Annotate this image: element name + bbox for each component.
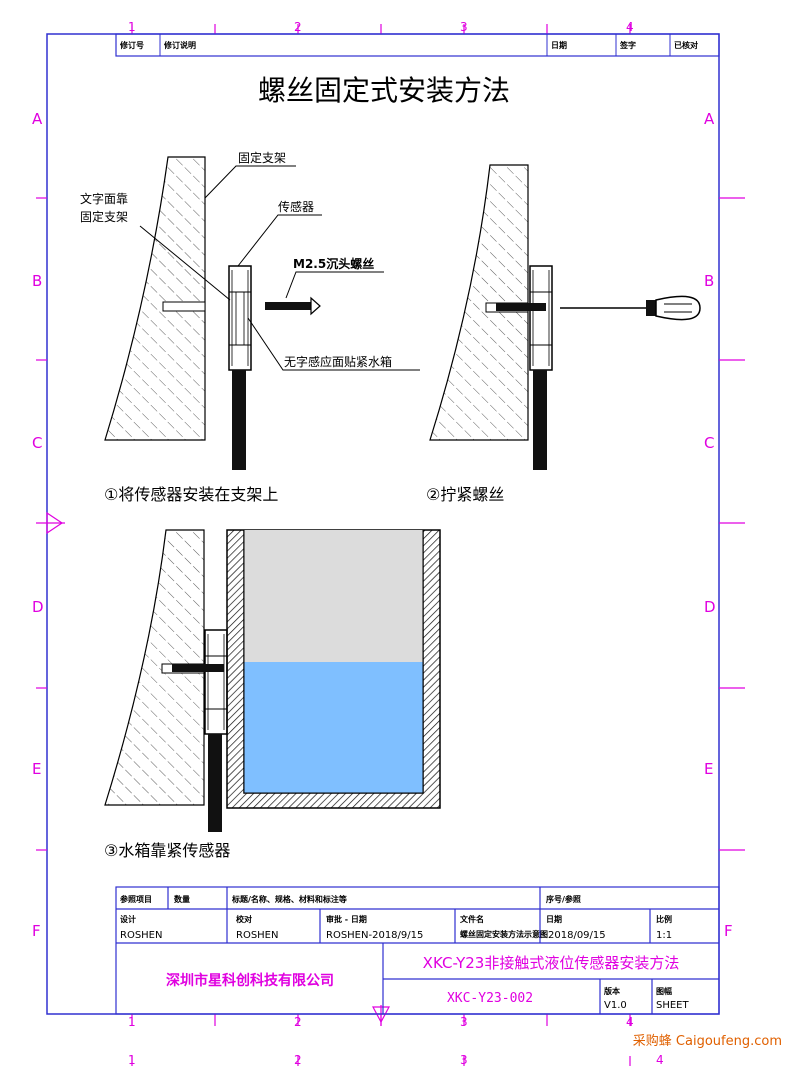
tank-water xyxy=(244,662,423,793)
callout-screw: M2.5沉头螺丝 xyxy=(293,256,374,271)
row-mark: E xyxy=(32,760,41,778)
tb-check-value: ROSHEN xyxy=(236,930,279,941)
row-mark: B xyxy=(704,272,714,290)
screw-icon xyxy=(265,296,321,316)
sensor-body xyxy=(204,629,228,735)
title-block: 参照项目 数量 标题/名称、规格、材料和标注等 序号/参照 设计 校对 审批 -… xyxy=(115,886,720,1015)
row-mark: D xyxy=(32,598,44,616)
rev-approved-label: 已核对 xyxy=(674,40,698,50)
callout-text-face-1: 文字面靠 xyxy=(80,191,128,206)
tb-date-value: 2018/09/15 xyxy=(548,930,606,941)
bracket-wall xyxy=(104,156,206,441)
col-mark: 2 xyxy=(294,20,302,34)
tb-drawing-no: XKC-Y23-002 xyxy=(447,991,533,1006)
tb-file-value: 螺丝固定安装方法示意图 xyxy=(460,929,548,939)
row-mark: F xyxy=(32,922,41,940)
row-mark: A xyxy=(704,110,715,128)
tb-scale-value: 1:1 xyxy=(656,930,672,941)
tb-scale-label: 比例 xyxy=(656,914,672,924)
bracket-wall xyxy=(104,529,205,806)
tb-version-value: V1.0 xyxy=(604,1000,627,1011)
tb-drawing-title: XKC-Y23非接触式液位传感器安装方法 xyxy=(423,954,680,972)
row-mark: F xyxy=(724,922,733,940)
figure-step-3: ③水箱靠紧传感器 xyxy=(104,529,441,860)
rev-date-label: 日期 xyxy=(551,40,567,50)
row-mark: C xyxy=(32,434,42,452)
sensor-body xyxy=(529,265,553,371)
col-mark: 2 xyxy=(294,1015,302,1029)
row-mark: B xyxy=(32,272,42,290)
step-1-caption: ①将传感器安装在支架上 xyxy=(104,485,278,504)
col-mark: 4 xyxy=(626,20,634,34)
tb-review-label: 审批 - 日期 xyxy=(326,914,367,924)
col-mark: 1 xyxy=(128,20,136,34)
rev-sign-label: 签字 xyxy=(619,40,636,50)
sensor-cable xyxy=(232,370,246,470)
screwdriver-icon xyxy=(560,295,701,321)
tb-qty-label: 数量 xyxy=(174,894,190,904)
screw-installed xyxy=(172,664,224,672)
watermark: 采购蜂 Caigoufeng.com xyxy=(632,1034,782,1049)
col-mark: 3 xyxy=(460,20,468,34)
callout-sensor: 传感器 xyxy=(278,199,314,214)
callout-tank-face: 无字感应面贴紧水箱 xyxy=(284,354,392,369)
col-mark: 1 xyxy=(128,1053,136,1066)
figure-step-2: ②拧紧螺丝 xyxy=(426,164,701,504)
tb-sheet-label: 图幅 xyxy=(656,986,672,996)
tb-version-label: 版本 xyxy=(603,986,620,996)
water-tank xyxy=(226,529,441,809)
tb-ref-label: 参照项目 xyxy=(119,894,152,904)
row-mark: A xyxy=(32,110,43,128)
col-mark: 3 xyxy=(460,1015,468,1029)
sensor-cable xyxy=(208,734,222,832)
tb-design-label: 设计 xyxy=(120,914,136,924)
tb-company: 深圳市星科创科技有限公司 xyxy=(166,972,334,989)
col-mark: 2 xyxy=(294,1053,302,1066)
col-mark: 4 xyxy=(626,1015,634,1029)
tb-file-label: 文件名 xyxy=(460,914,484,924)
tank-air xyxy=(244,530,423,662)
tb-sheet-value: SHEET xyxy=(656,1000,690,1011)
figure-step-1: 固定支架 文字面靠 固定支架 传感器 M2.5沉头螺丝 无字感应面贴紧水箱 ①将… xyxy=(80,150,420,504)
tb-check-label: 校对 xyxy=(236,914,252,924)
step-3-caption: ③水箱靠紧传感器 xyxy=(104,841,230,860)
row-mark: C xyxy=(704,434,714,452)
sensor-body xyxy=(228,265,252,371)
bracket-wall xyxy=(429,164,529,441)
tb-design-value: ROSHEN xyxy=(120,930,163,941)
rev-no-label: 修订号 xyxy=(119,40,144,50)
sensor-cable xyxy=(533,370,547,470)
wall-hole xyxy=(162,301,206,312)
revision-header: 修订号 修订说明 日期 签字 已核对 xyxy=(115,33,720,57)
row-mark: E xyxy=(704,760,713,778)
centering-mark-bottom xyxy=(372,1005,390,1026)
tb-date-label: 日期 xyxy=(546,914,562,924)
tb-spec-label: 标题/名称、规格、材料和标注等 xyxy=(231,894,347,904)
callout-bracket: 固定支架 xyxy=(238,150,286,165)
tb-seq-label: 序号/参照 xyxy=(546,894,581,904)
row-mark: D xyxy=(704,598,716,616)
col-mark: 4 xyxy=(656,1053,664,1066)
col-mark: 1 xyxy=(128,1015,136,1029)
step-2-caption: ②拧紧螺丝 xyxy=(426,485,504,504)
tb-review-value: ROSHEN-2018/9/15 xyxy=(326,930,423,941)
page-title: 螺丝固定式安装方法 xyxy=(258,74,510,107)
callout-text-face-2: 固定支架 xyxy=(80,209,128,224)
col-mark: 3 xyxy=(460,1053,468,1066)
centering-mark-left xyxy=(36,511,65,535)
rev-content-label: 修订说明 xyxy=(163,40,196,50)
screw-installed xyxy=(496,303,546,311)
